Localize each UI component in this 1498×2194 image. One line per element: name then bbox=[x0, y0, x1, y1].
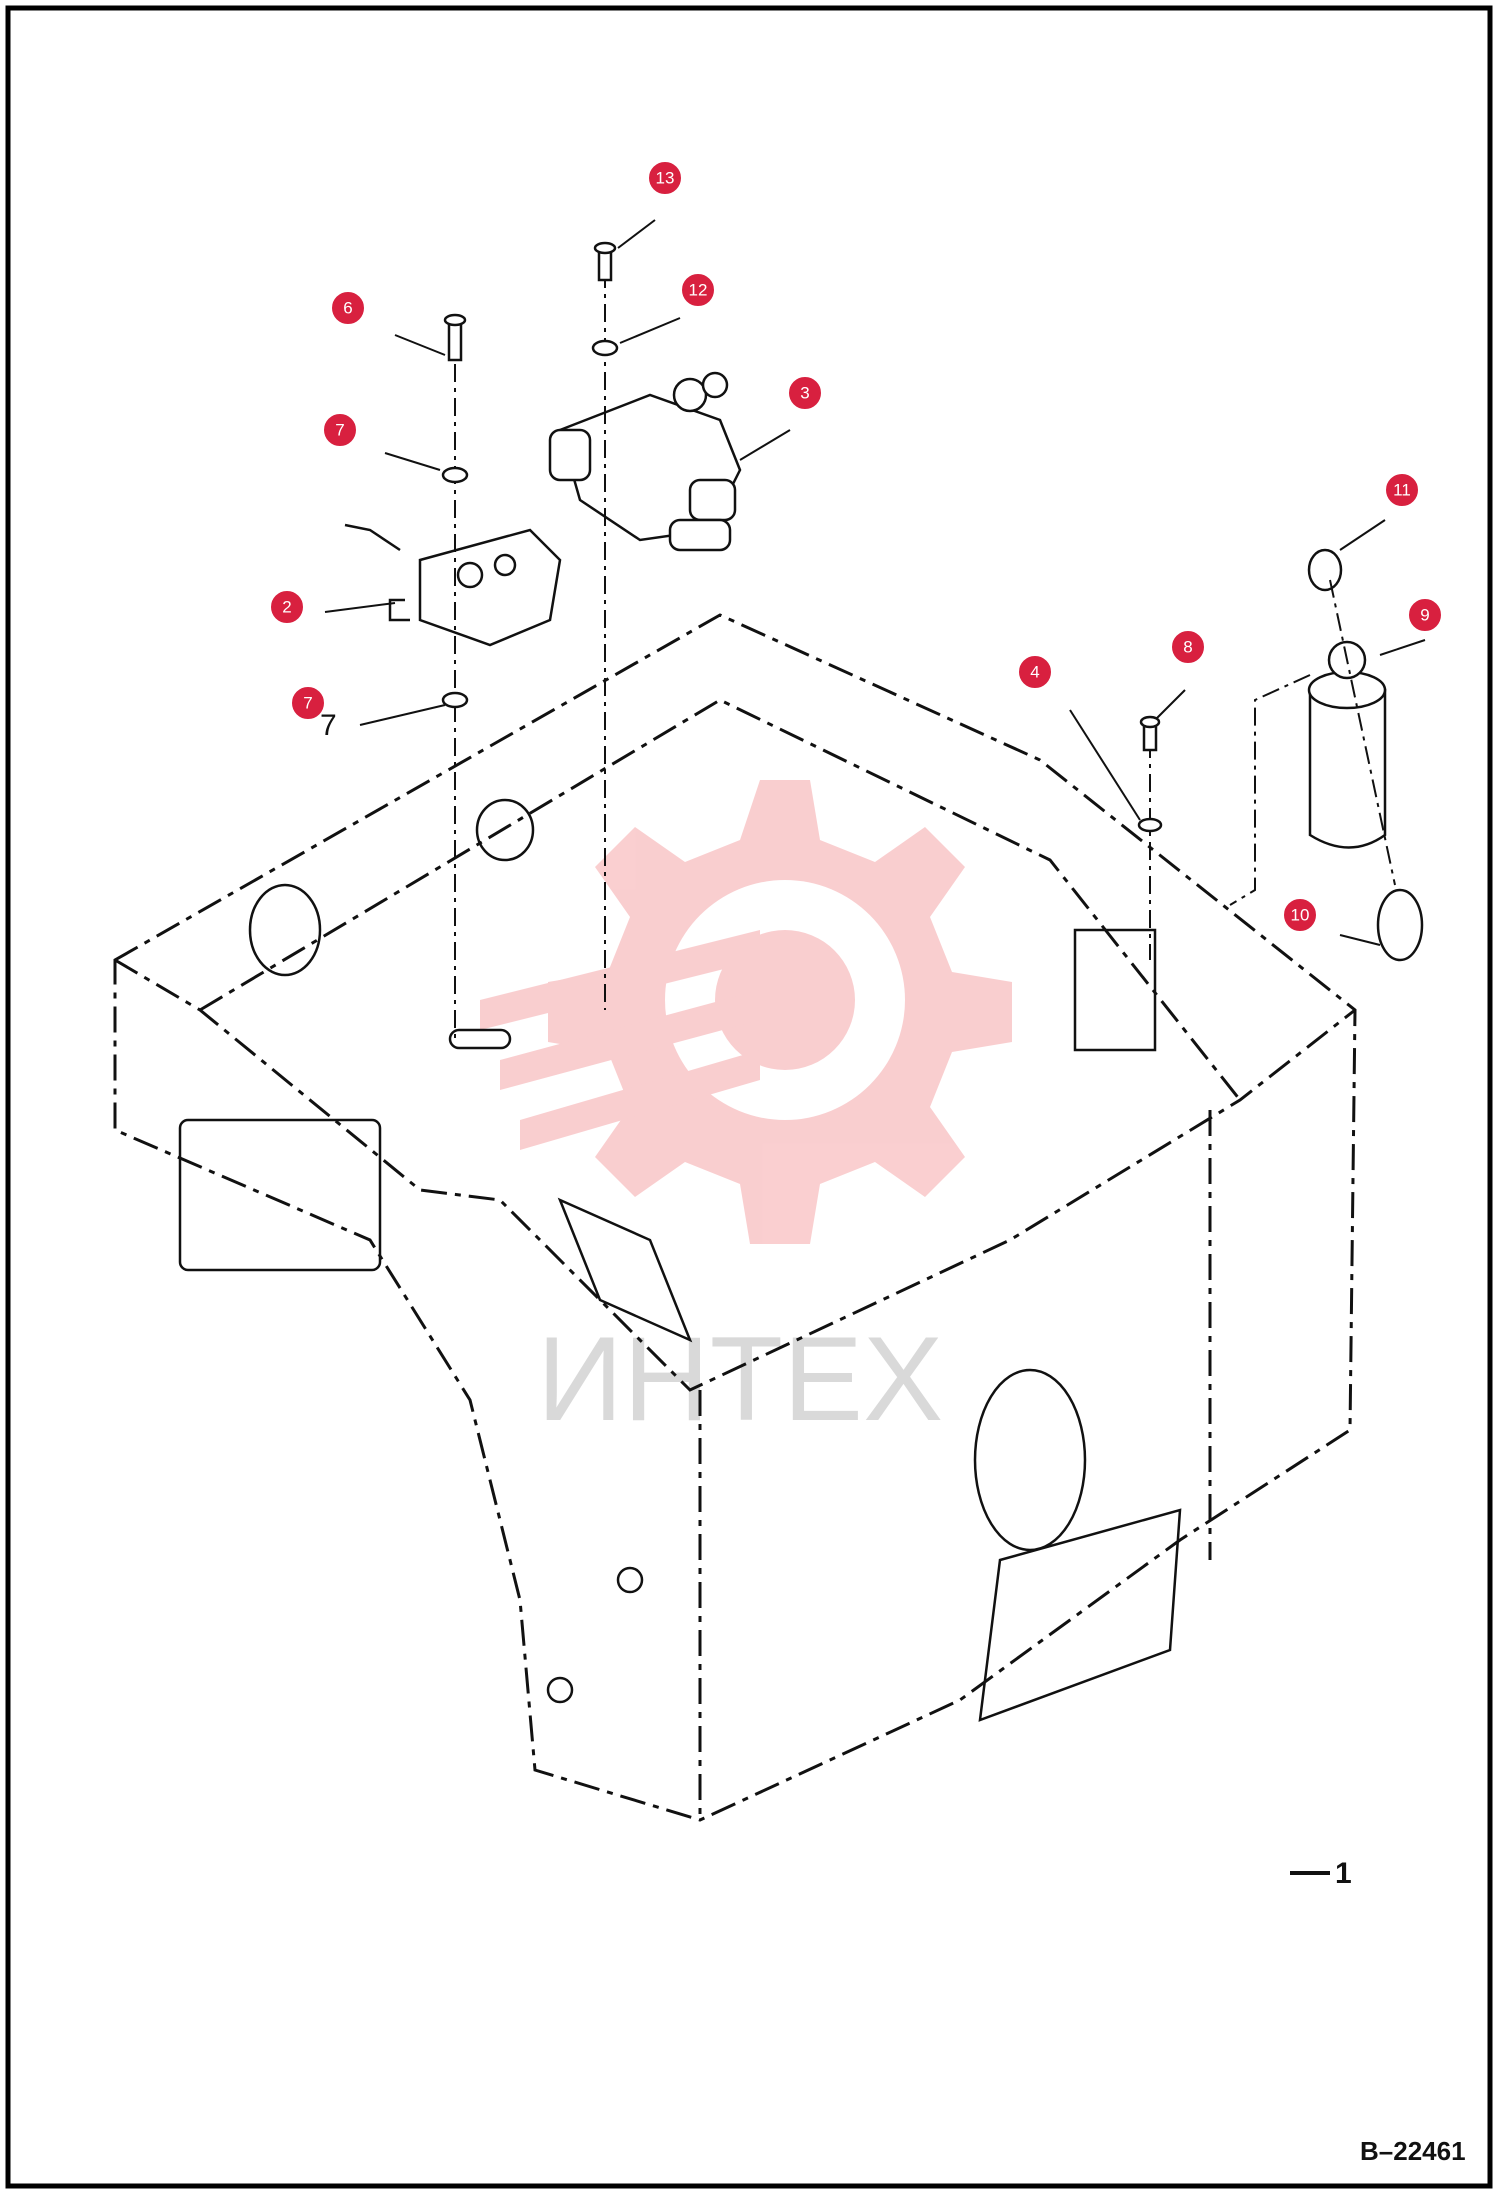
valve-block-2 bbox=[344, 523, 562, 647]
watermark-text: ИНТЕХ bbox=[537, 1312, 943, 1446]
frame-details bbox=[178, 798, 1182, 1722]
callout-badges: 13 12 6 3 7 11 2 9 4 8 7 10 bbox=[269, 160, 1443, 933]
main-frame-drawing bbox=[113, 613, 1357, 1822]
callout-10[interactable]: 10 bbox=[1282, 897, 1318, 933]
svg-text:9: 9 bbox=[1420, 606, 1429, 625]
fitting-11 bbox=[1307, 548, 1343, 592]
svg-text:4: 4 bbox=[1030, 663, 1039, 682]
item-number-label: 7 bbox=[320, 709, 337, 742]
callout-6[interactable]: 6 bbox=[330, 290, 366, 326]
drawing-number: B–22461 bbox=[1360, 2136, 1466, 2166]
callout-4[interactable]: 4 bbox=[1017, 654, 1053, 690]
svg-text:8: 8 bbox=[1183, 638, 1192, 657]
fastener-lines bbox=[324, 219, 1426, 1040]
svg-text:12: 12 bbox=[689, 281, 708, 300]
filter-9 bbox=[1307, 640, 1387, 849]
svg-text:2: 2 bbox=[282, 598, 291, 617]
svg-text:6: 6 bbox=[343, 299, 352, 318]
svg-text:10: 10 bbox=[1291, 906, 1310, 925]
fitting-10 bbox=[1376, 888, 1424, 962]
svg-text:11: 11 bbox=[1393, 481, 1411, 500]
valve-assembly-3 bbox=[548, 371, 742, 552]
callout-9[interactable]: 9 bbox=[1407, 597, 1443, 633]
callout-2[interactable]: 2 bbox=[269, 589, 305, 625]
drawing-frame bbox=[5, 5, 1493, 2189]
bolts-washers bbox=[441, 241, 1163, 833]
watermark-logo bbox=[480, 780, 1012, 1244]
svg-text:7: 7 bbox=[303, 694, 312, 713]
svg-text:7: 7 bbox=[335, 421, 344, 440]
callout-11[interactable]: 11 bbox=[1384, 472, 1420, 508]
callout-12[interactable]: 12 bbox=[680, 272, 716, 308]
main-part-label: 1 bbox=[1335, 1857, 1352, 1890]
callout-8[interactable]: 8 bbox=[1170, 629, 1206, 665]
callout-7[interactable]: 7 bbox=[322, 412, 358, 448]
callout-13[interactable]: 13 bbox=[647, 160, 683, 196]
callout-3[interactable]: 3 bbox=[787, 375, 823, 411]
svg-text:13: 13 bbox=[656, 169, 675, 188]
callout-7-lower[interactable]: 7 bbox=[290, 685, 326, 721]
svg-text:3: 3 bbox=[800, 384, 809, 403]
